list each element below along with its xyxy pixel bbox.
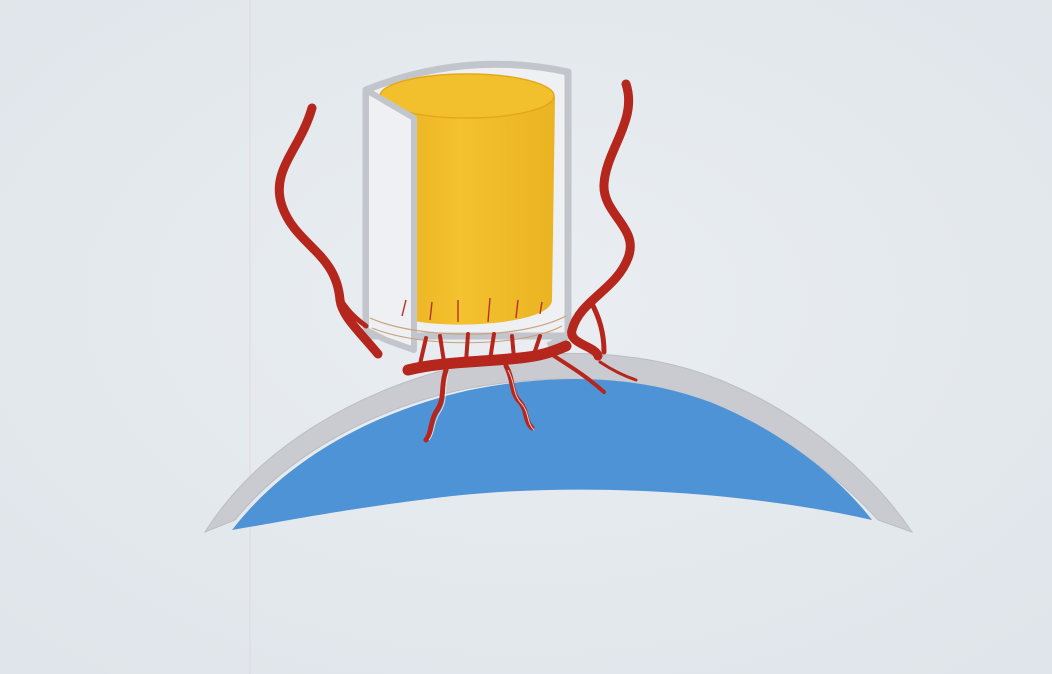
- ascending-vessel-5: [512, 336, 514, 358]
- ascending-vessel-3: [466, 334, 468, 362]
- capsule-front-wall: [366, 90, 414, 350]
